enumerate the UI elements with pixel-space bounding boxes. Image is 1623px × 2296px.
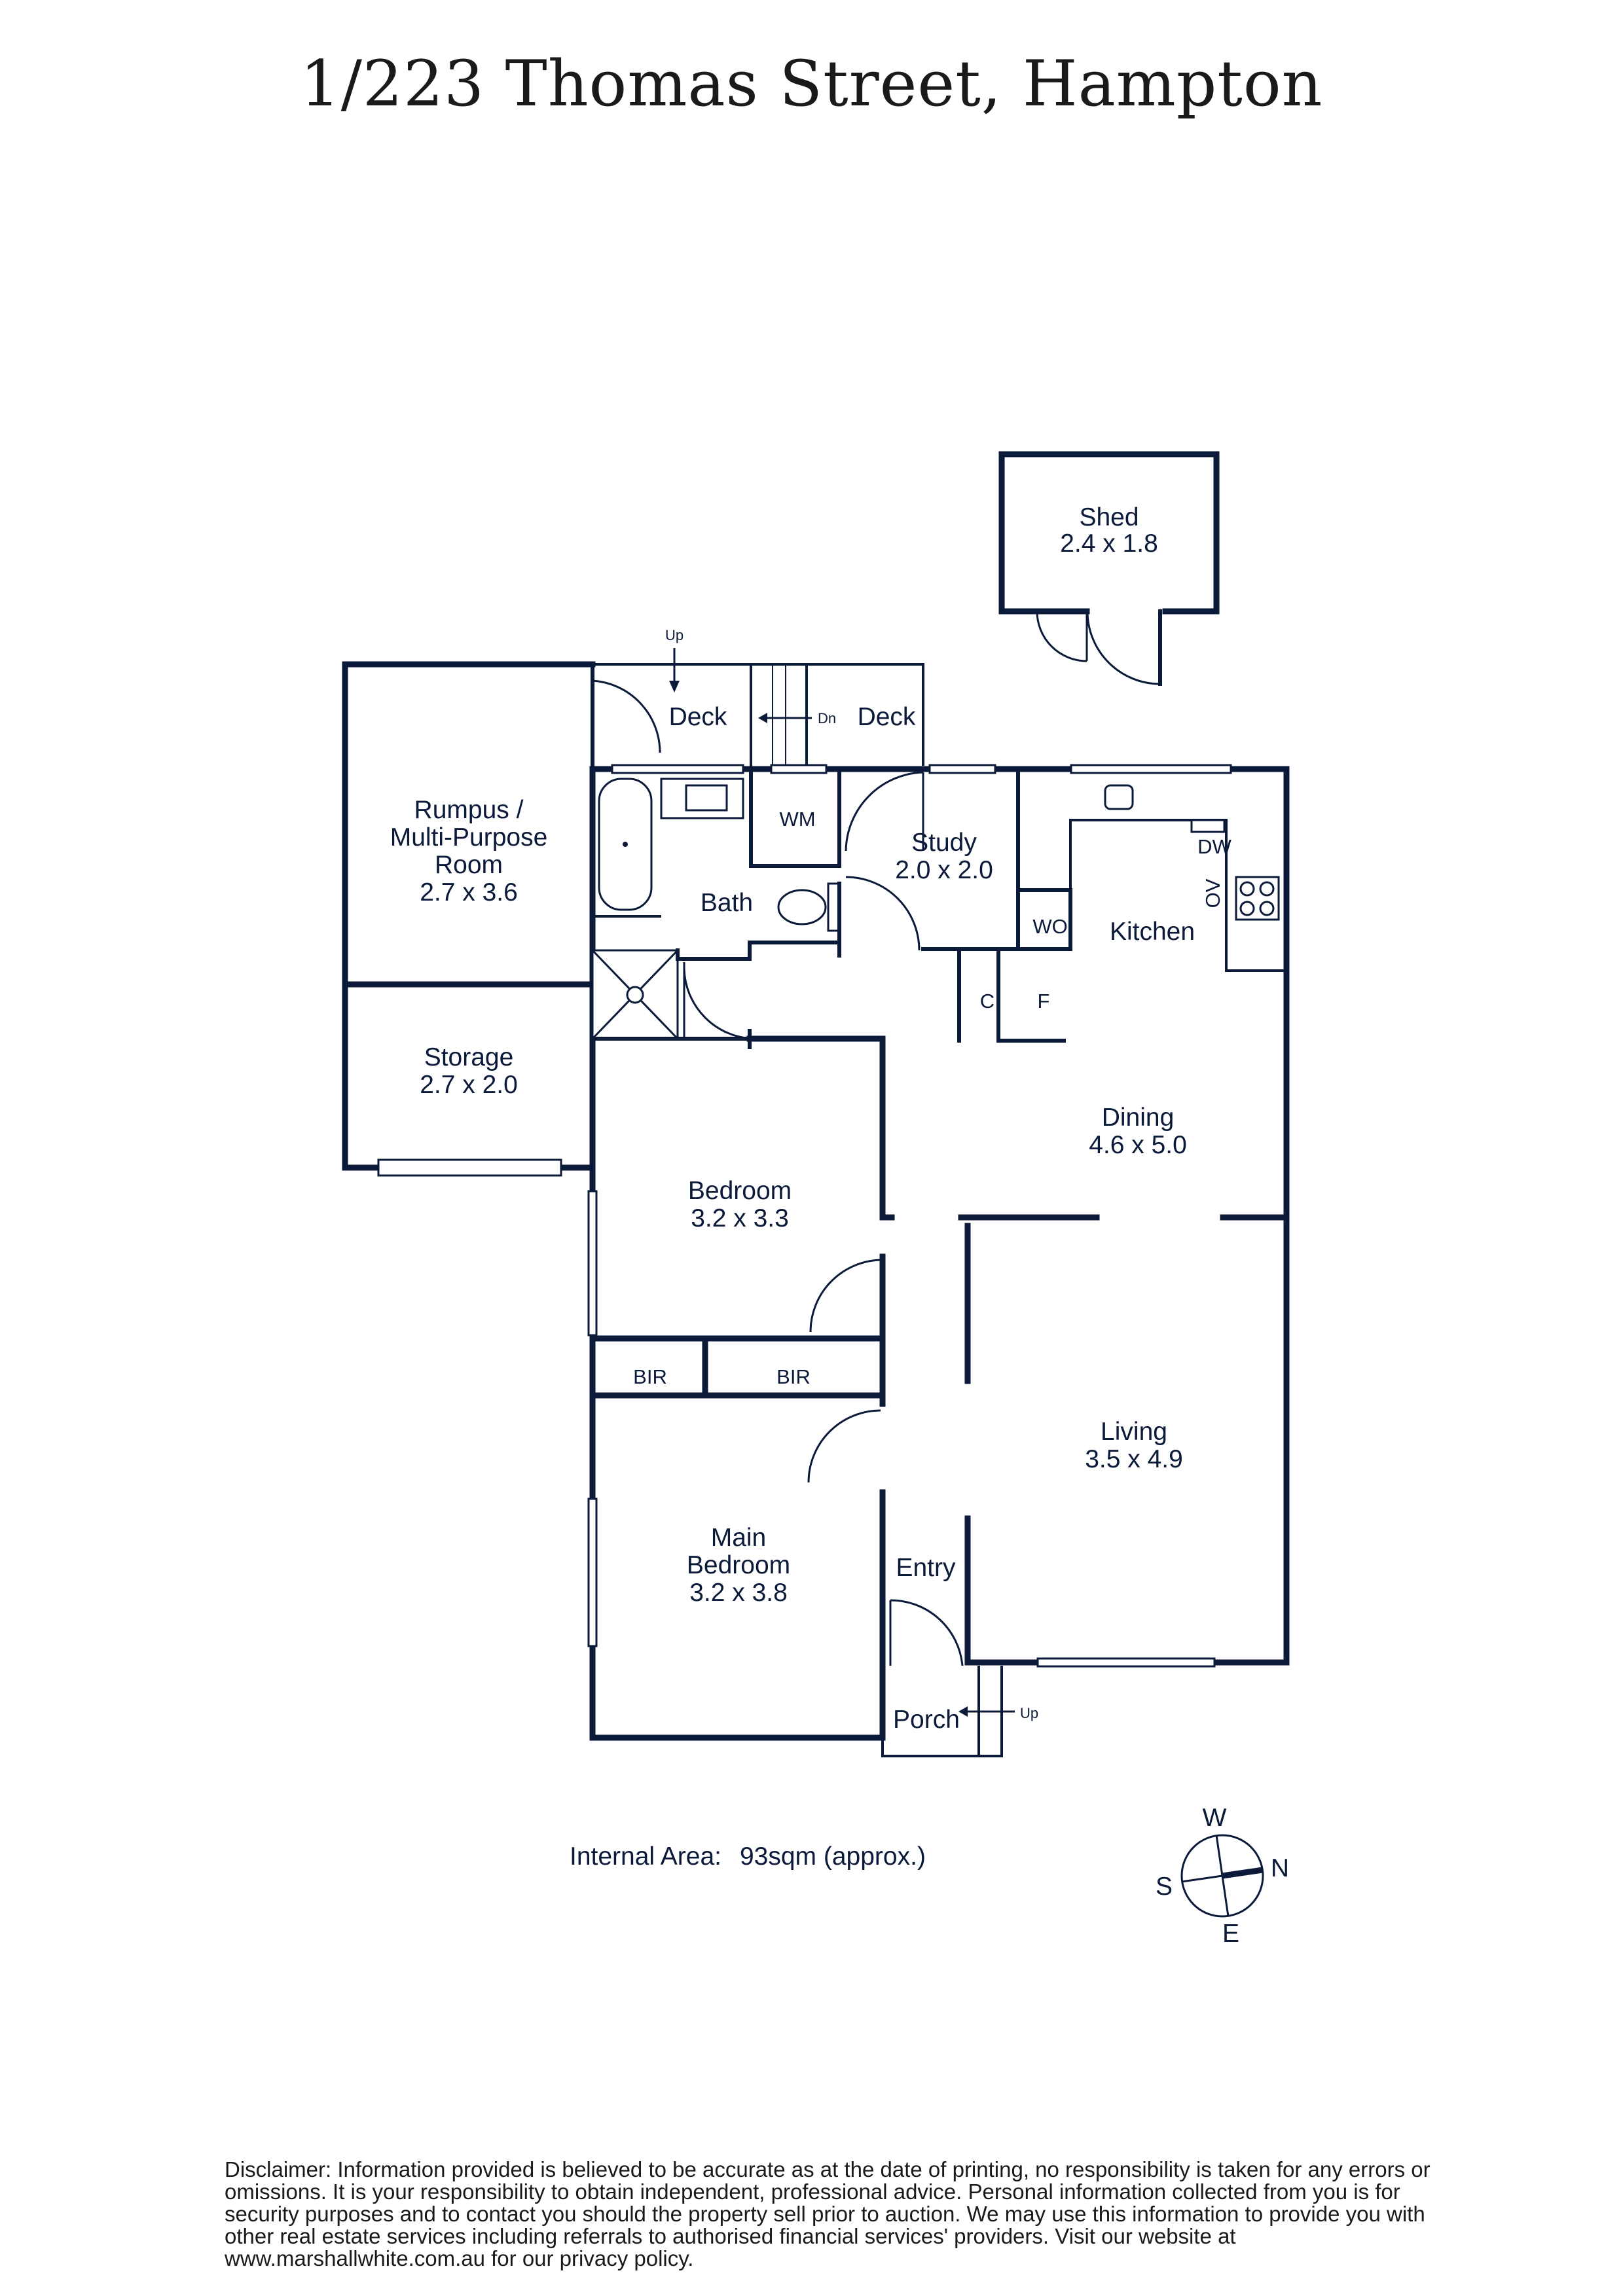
porch-up-label: Up [1020,1705,1038,1721]
storage-dims: 2.7 x 2.0 [420,1071,518,1099]
ov-label: OV [1201,878,1224,908]
deck-left-label: Deck [669,703,727,731]
bedroom-label: Bedroom [688,1177,792,1205]
compass-s: S [1156,1873,1173,1901]
rumpus-dims: 2.7 x 3.6 [420,878,518,906]
wm-label: WM [779,808,815,831]
f-label: F [1038,990,1050,1013]
disclaimer: Disclaimer: Information provided is beli… [225,2157,1431,2270]
dining-dims: 4.6 x 5.0 [1089,1131,1187,1159]
main-bedroom-dims: 3.2 x 3.8 [689,1579,788,1607]
porch-area [881,1662,1015,1757]
shed-room [998,451,1220,686]
house-walls [587,764,1290,1741]
bir-right-label: BIR [776,1365,811,1388]
internal-area-value: 93sqm (approx.) [739,1842,926,1871]
compass-e: E [1222,1920,1239,1948]
internal-area-label: Internal Area: [570,1842,721,1871]
kitchen-label: Kitchen [1110,918,1195,946]
page-title: 1/223 Thomas Street, Hampton [300,47,1323,120]
compass: W N S E [1156,1804,1289,1948]
wo-label: WO [1032,915,1067,938]
kitchen-area [957,784,1288,1043]
bedroom-dims: 3.2 x 3.3 [691,1204,789,1232]
living-label: Living [1101,1418,1167,1446]
shed-dims: 2.4 x 1.8 [1060,529,1158,558]
deck-area [593,648,924,769]
porch-label: Porch [893,1706,960,1734]
bedrooms-area [589,1035,1290,1666]
living-dims: 3.5 x 4.9 [1085,1445,1183,1473]
main-bedroom-label-2: Bedroom [687,1551,790,1579]
rumpus-label-2: Multi-Purpose [390,823,548,852]
stairs-up-label: Up [665,627,684,643]
entry-label: Entry [896,1554,956,1582]
dw-label: DW [1197,835,1231,858]
study-label: Study [911,829,977,857]
compass-n: N [1271,1854,1289,1882]
c-label: C [980,990,994,1013]
deck-right-label: Deck [858,703,916,731]
study-area [837,767,1020,958]
study-dims: 2.0 x 2.0 [895,856,993,884]
bir-left-label: BIR [633,1365,667,1388]
compass-w: W [1203,1804,1227,1832]
rumpus-label-3: Room [435,851,503,879]
bath-area [591,767,841,1049]
rumpus-label-1: Rumpus / [414,796,524,824]
internal-area: Internal Area: 93sqm (approx.) [570,1842,926,1871]
stairs-dn-label: Dn [818,710,836,726]
shed-label: Shed [1079,503,1139,531]
bath-label: Bath [701,889,753,917]
dining-label: Dining [1102,1103,1175,1132]
main-bedroom-label-1: Main [711,1524,767,1552]
storage-label: Storage [424,1043,514,1071]
